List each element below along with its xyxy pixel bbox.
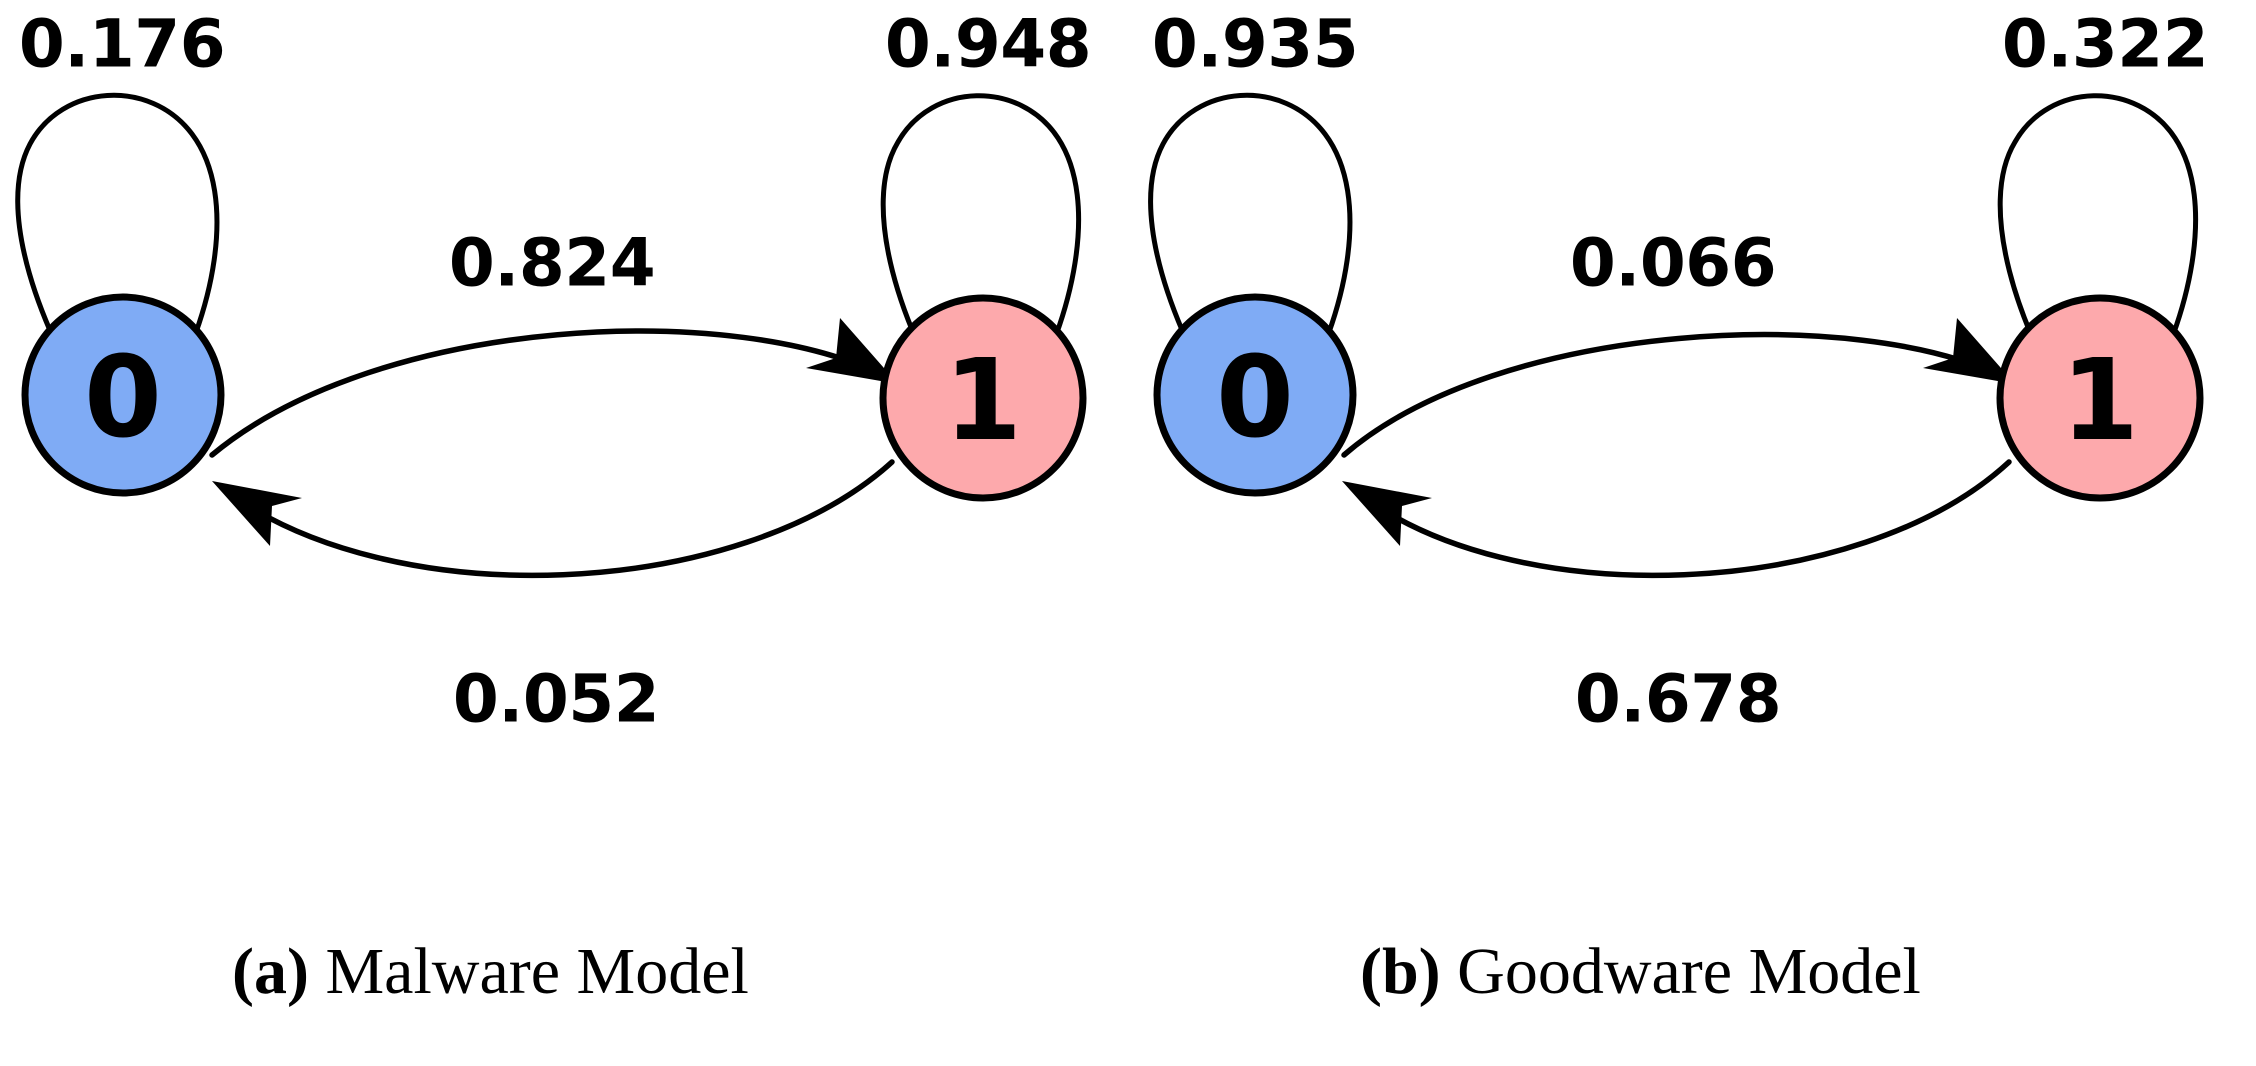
panel-b-caption-text: Goodware Model — [1440, 935, 1921, 1008]
panel-b-label-p11: 0.322 — [2002, 6, 2208, 83]
panel-b-edge10-path — [1349, 459, 2012, 579]
panel-a-node-0-label: 0 — [84, 333, 162, 463]
panel-a-label-p11: 0.948 — [885, 6, 1091, 83]
panel-a-node-1-label: 1 — [944, 336, 1022, 466]
panel-a-edge10-path — [219, 459, 895, 579]
panel-a-edge01-path — [209, 328, 891, 458]
panel-a-edge01-arrowhead — [806, 318, 898, 384]
panel-b-loop1-path — [1997, 93, 2199, 427]
panel-b-caption-marker: (b) — [1360, 935, 1441, 1008]
panel-a-node-0-circle[interactable] — [21, 293, 225, 497]
panel-b-node-1-circle[interactable] — [1996, 294, 2204, 502]
panel-a-node-0[interactable]: 0 — [21, 293, 225, 497]
panel-b-label-p00: 0.935 — [1152, 6, 1358, 83]
panel-a-label-p00: 0.176 — [19, 6, 225, 83]
panel-b-edge01-path — [1341, 331, 2008, 458]
panel-b-edge-0-to-1 — [1341, 318, 2015, 458]
panel-a-node-1[interactable]: 1 — [879, 294, 1087, 502]
panel-b: 0.935 0.322 0.066 0.678 0 — [1148, 6, 2209, 738]
panel-b-edge01-arrowhead — [1923, 318, 2015, 384]
panel-b-edge-1-to-0 — [1342, 459, 2012, 579]
panel-b-node-0[interactable]: 0 — [1153, 293, 1357, 497]
panel-a-label-p01: 0.824 — [449, 225, 655, 302]
panel-b-node-0-label: 0 — [1216, 333, 1294, 463]
panel-a-edge-0-to-1 — [209, 318, 898, 458]
panel-b-label-p01: 0.066 — [1570, 225, 1776, 302]
panel-a-loop1-path — [880, 93, 1082, 427]
panel-a-loop0-path — [15, 92, 220, 427]
panel-a-node-1-circle[interactable] — [879, 294, 1087, 502]
panel-a-caption-text: Malware Model — [308, 935, 749, 1008]
panel-b-caption: (b) Goodware Model — [1360, 934, 1921, 1010]
panel-b-loop0-path — [1148, 92, 1353, 427]
panel-b-edge10-arrowhead — [1342, 481, 1432, 546]
panel-a-caption-marker: (a) — [232, 935, 309, 1008]
panel-a-label-p10: 0.052 — [453, 661, 659, 738]
panel-b-label-p10: 0.678 — [1575, 661, 1781, 738]
panel-a-edge-1-to-0 — [212, 459, 895, 579]
panel-b-node-1-label: 1 — [2061, 336, 2139, 466]
panel-a: 0.176 0.948 0.824 0.052 0 — [15, 6, 1092, 738]
panel-b-node-1[interactable]: 1 — [1996, 294, 2204, 502]
panel-b-node-0-circle[interactable] — [1153, 293, 1357, 497]
panel-a-edge10-arrowhead — [212, 481, 302, 546]
panel-a-caption: (a) Malware Model — [232, 934, 749, 1010]
